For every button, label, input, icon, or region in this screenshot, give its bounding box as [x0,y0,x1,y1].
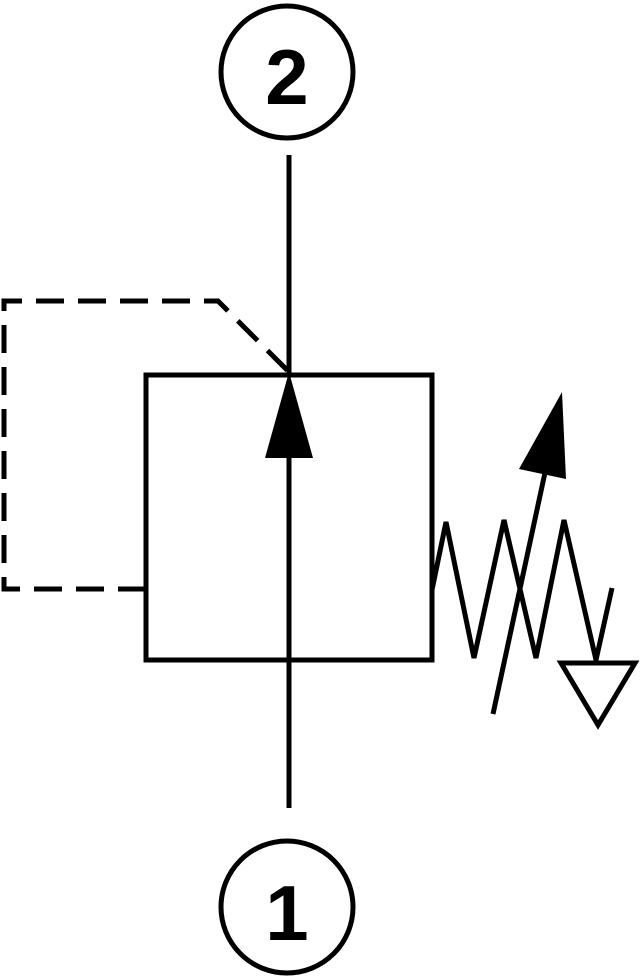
port-1-circle [218,838,356,976]
adjust-arrow-icon [519,392,566,479]
port-2-circle [218,3,356,141]
adjust-arrow-shaft [490,467,549,715]
port-1-marker: 1 [218,838,356,976]
flow-arrow-icon [265,372,313,458]
drain-tank-icon [556,660,640,730]
port-2-label: 2 [265,33,308,121]
port-1-label: 1 [265,869,308,957]
port-2-marker: 2 [218,3,356,141]
pilot-line [1,298,291,592]
